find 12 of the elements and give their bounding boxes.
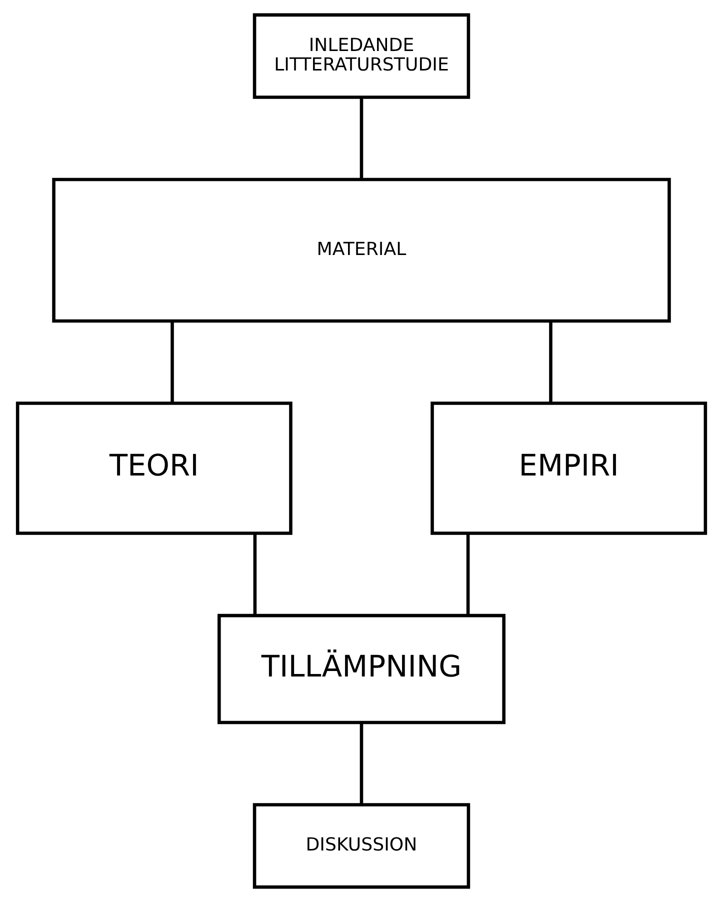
node-box: EMPIRI	[430, 402, 708, 535]
node-box: TILLÄMPNING	[218, 614, 506, 724]
node-box: TEORI	[16, 402, 292, 535]
connector	[360, 97, 364, 180]
connector	[466, 533, 470, 615]
connector	[170, 321, 174, 404]
node-box: INLEDANDE LITTERATURSTUDIE	[252, 13, 470, 99]
connector	[549, 321, 552, 404]
connector	[253, 533, 257, 615]
node-box: MATERIAL	[52, 178, 671, 323]
node-box: DISKUSSION	[252, 803, 470, 889]
connector	[360, 722, 364, 804]
